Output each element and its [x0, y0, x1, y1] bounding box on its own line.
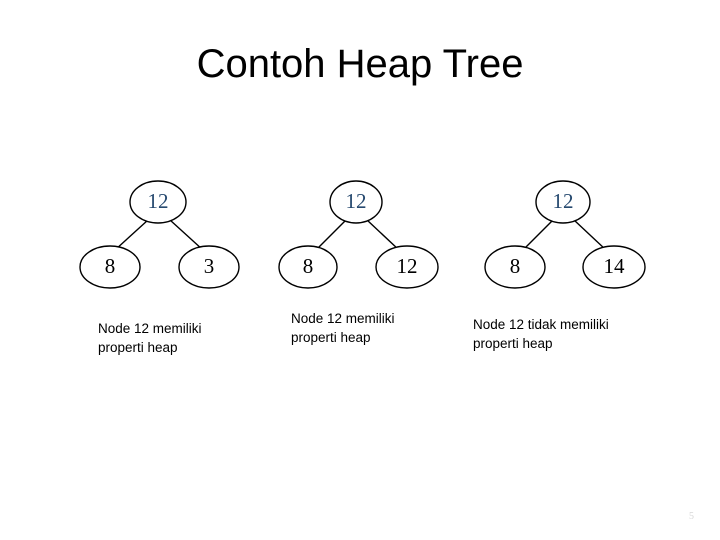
- node-root-label: 12: [553, 189, 574, 213]
- node-root-label: 12: [346, 189, 367, 213]
- node-root-shape[interactable]: [129, 180, 187, 224]
- page-title: Contoh Heap Tree: [196, 42, 524, 86]
- caption-tree-2: Node 12 memiliki properti heap: [291, 311, 395, 346]
- node-right-child-shape[interactable]: [582, 245, 646, 289]
- node-left-child-label: 8: [303, 254, 314, 278]
- node-right-child-label: 3: [204, 254, 215, 278]
- node-root-shape[interactable]: [535, 180, 591, 224]
- edge-root-to-left-child: [522, 219, 554, 251]
- heap-tree-diagram-1: 12 8 3: [70, 175, 260, 300]
- node-left-child-label: 8: [510, 254, 521, 278]
- node-right-child-shape[interactable]: [178, 245, 240, 289]
- tree-1-svg: 12 8 3: [79, 180, 240, 289]
- node-left-child-label: 8: [105, 254, 116, 278]
- tree-2-svg: 12 8 12: [278, 180, 439, 289]
- node-right-child-label: 12: [397, 254, 418, 278]
- node-left-child-shape[interactable]: [79, 245, 141, 289]
- node-right-child-label: 14: [604, 254, 626, 278]
- node-root-label: 12: [148, 189, 169, 213]
- edge-root-to-right-child: [366, 219, 400, 251]
- node-left-child-shape[interactable]: [278, 245, 338, 289]
- heap-tree-diagram-2: 12 8 12: [270, 175, 460, 300]
- caption-tree-1: Node 12 memiliki properti heap: [98, 321, 202, 356]
- page-number: 5: [689, 511, 694, 522]
- caption-tree-3: Node 12 tidak memiliki properti heap: [473, 317, 609, 352]
- node-root-shape[interactable]: [329, 180, 383, 224]
- edge-root-to-left-child: [114, 219, 149, 251]
- edge-root-to-right-child: [169, 219, 204, 251]
- node-left-child-shape[interactable]: [484, 245, 546, 289]
- heap-tree-diagram-3: 12 8 14: [475, 175, 665, 300]
- edge-root-to-left-child: [315, 219, 347, 251]
- node-right-child-shape[interactable]: [375, 245, 439, 289]
- edge-root-to-right-child: [573, 219, 607, 251]
- tree-3-svg: 12 8 14: [484, 180, 646, 289]
